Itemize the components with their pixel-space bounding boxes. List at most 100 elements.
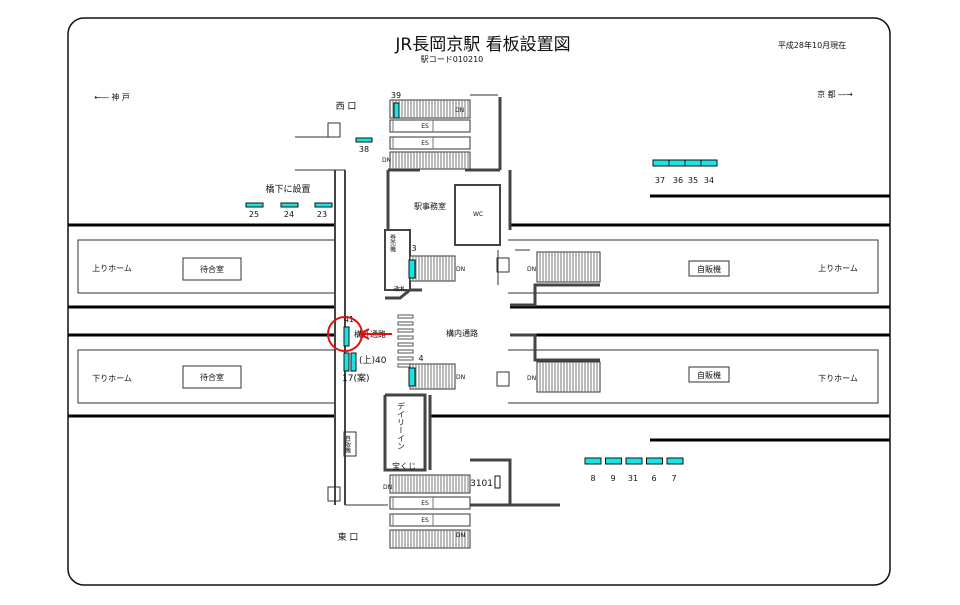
tracks xyxy=(68,194,890,442)
inner-passage-label: 構内通路 xyxy=(446,328,478,338)
ev-west xyxy=(327,122,341,138)
map-frame xyxy=(67,17,891,586)
stairs-up-platform-east xyxy=(536,251,601,283)
dn-label: DN xyxy=(527,266,536,273)
down-waiting-room: 待合室 xyxy=(200,372,224,382)
up-platform-label-right: 上りホーム xyxy=(818,264,858,273)
stairs-east-2 xyxy=(389,529,471,549)
sign-3101[interactable] xyxy=(494,475,501,489)
sign-6-label: 6 xyxy=(651,474,656,483)
dn-label: DN xyxy=(456,374,465,381)
down-platform-label-right: 下りホーム xyxy=(818,374,858,383)
sign-23[interactable] xyxy=(314,202,333,208)
date-label: 平成28年10月現在 xyxy=(778,40,846,50)
sign-7[interactable] xyxy=(666,457,684,465)
shop-label: デイリーイン xyxy=(397,401,406,450)
stripe xyxy=(397,349,414,354)
signboards: 39 38 橋下に設置 25 24 23 37 36 35 34 3 4 41 … xyxy=(245,91,718,489)
passage-stripes xyxy=(397,314,414,368)
vending-label: 自販機 xyxy=(344,434,351,454)
sign-34-label: 34 xyxy=(704,176,714,185)
escalator-west-1 xyxy=(389,119,471,133)
up-vending: 自販機 xyxy=(697,264,721,274)
es-label-east-2: ES xyxy=(421,517,429,524)
lottery-label: 宝くじ xyxy=(392,461,416,471)
west-exit-label: 西 口 xyxy=(336,101,357,112)
es-label-east-1: ES xyxy=(421,500,429,507)
dn-label: DN xyxy=(455,107,464,114)
stairs-west-2 xyxy=(389,151,471,170)
sign-24-label: 24 xyxy=(284,210,294,219)
sign-37-label: 37 xyxy=(655,176,665,185)
sign-31[interactable] xyxy=(625,457,643,465)
sign-35[interactable] xyxy=(684,159,702,167)
sign-24[interactable] xyxy=(280,202,299,208)
sign-38-label: 38 xyxy=(359,145,369,154)
stairs-up-platform xyxy=(409,255,456,282)
sign-25[interactable] xyxy=(245,202,264,208)
station-code: 駅コード010210 xyxy=(421,55,484,64)
ev-east xyxy=(327,486,341,502)
gate-label: 改札 xyxy=(394,285,406,293)
escalator-east-2 xyxy=(389,513,471,527)
sign-6[interactable] xyxy=(646,457,663,465)
sign-36-label: 36 xyxy=(673,176,683,185)
sign-37[interactable] xyxy=(652,159,670,167)
sign-39-label: 39 xyxy=(391,91,401,100)
down-platform-label-left: 下りホーム xyxy=(92,374,132,383)
es-label-west-1: ES xyxy=(421,123,429,130)
direction-kobe: ←― 神 戸 xyxy=(94,92,130,102)
sign-7-label: 7 xyxy=(671,474,676,483)
sign-3101-label: 3101 xyxy=(470,479,493,489)
sign-39[interactable] xyxy=(393,102,400,119)
sign-3[interactable] xyxy=(408,259,416,279)
office-label: 駅事務室 xyxy=(414,201,446,211)
stairs-east-1 xyxy=(389,474,471,494)
ticket-machine-label: 券売機 xyxy=(389,233,396,253)
sign-4-label: 4 xyxy=(418,354,423,363)
sign-36[interactable] xyxy=(668,159,686,167)
es-label-west-2: ES xyxy=(421,140,429,147)
escalator-east-1 xyxy=(389,496,471,510)
east-exit-label: 東 口 xyxy=(338,531,359,543)
under-bridge-note: 橋下に設置 xyxy=(265,183,310,195)
stripe xyxy=(397,328,414,333)
wc-label: WC xyxy=(473,211,483,218)
arrow-head-icon xyxy=(359,328,370,340)
stripe xyxy=(397,321,414,326)
map-title: JR長岡京駅 看板設置図 xyxy=(394,35,570,55)
dn-label: DN xyxy=(456,266,465,273)
stripe xyxy=(397,342,414,347)
stairs-west-1 xyxy=(389,99,471,119)
sign-8[interactable] xyxy=(584,457,602,465)
sign-4[interactable] xyxy=(408,367,416,387)
sign-3-label: 3 xyxy=(411,244,416,253)
dn-label: DN xyxy=(382,157,391,164)
sign-35-label: 35 xyxy=(688,176,698,185)
sign-25-label: 25 xyxy=(249,210,259,219)
escalator-west-2 xyxy=(389,136,471,150)
sign-38[interactable] xyxy=(355,137,373,143)
sign-17[interactable] xyxy=(343,352,350,372)
stairs-down-platform-east xyxy=(536,361,601,393)
down-vending: 自販機 xyxy=(697,370,721,380)
ev-upper xyxy=(496,257,510,273)
stripe xyxy=(397,356,414,361)
sign-8-label: 8 xyxy=(590,474,595,483)
sign-41-label: 41 xyxy=(344,315,354,324)
dn-label: DN xyxy=(383,484,392,491)
station-building: 駅事務室 WC 券売機 改札 構内通路 構外通路 デイリーイン 宝くじ 自販機 xyxy=(295,94,600,507)
ev-lower xyxy=(496,371,510,387)
sign-9[interactable] xyxy=(605,457,622,465)
dn-label: DN xyxy=(527,375,536,382)
dn-label: DN xyxy=(456,532,465,539)
sign-40-label: (上)40 xyxy=(359,355,387,366)
sign-34[interactable] xyxy=(700,159,718,167)
down-platform: 下りホーム 待合室 自販機 下りホーム xyxy=(77,349,879,404)
stairs-down-platform xyxy=(409,363,456,390)
highlight-marker xyxy=(327,316,392,352)
direction-kyoto: 京 都 ―→ xyxy=(817,89,853,99)
stripe xyxy=(397,314,414,319)
sign-40[interactable] xyxy=(350,352,357,372)
sign-41[interactable] xyxy=(343,326,350,347)
